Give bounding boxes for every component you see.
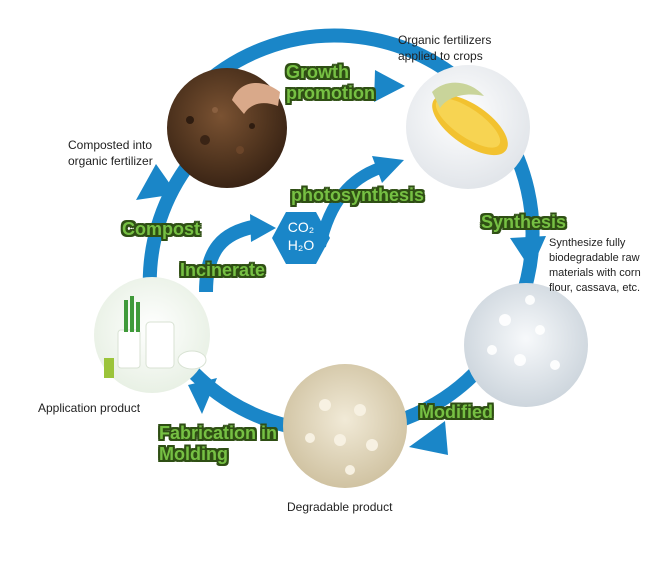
node-composted: Composted into organic fertilizer — [68, 138, 153, 168]
step-modified: Modified — [419, 402, 493, 422]
co2-label: CO₂ — [287, 219, 315, 235]
step-incinerate: Incinerate — [180, 260, 266, 280]
arrowhead-fabrication-icon — [188, 378, 217, 414]
cycle-ring-arrow — [141, 28, 540, 439]
clear-pellets-photo — [464, 283, 588, 407]
arrowhead-growth-icon — [374, 70, 405, 102]
soil-photo — [167, 68, 287, 188]
photosynthesis-arrowhead-icon — [372, 156, 404, 183]
co2-h2o-badge — [272, 212, 330, 264]
beige-pellets-photo — [283, 364, 407, 488]
node-degradable-product: Degradable product — [287, 500, 393, 514]
arrowhead-modified-icon — [409, 421, 448, 455]
node-fertilizer-applied: Organic fertilizers applied to crops — [398, 33, 492, 63]
node-application-product: Application product — [38, 401, 141, 415]
incinerate-arrow — [199, 219, 260, 293]
node-synthesize: Synthesize fully biodegradable raw mater… — [549, 237, 641, 294]
incinerate-arrowhead-icon — [250, 214, 276, 242]
arrowhead-compost-icon — [136, 164, 177, 200]
corn-photo — [406, 65, 530, 189]
step-synthesis: Synthesis — [481, 212, 567, 232]
step-growth-promotion: Growth promotion — [286, 62, 375, 103]
arrowhead-synthesis-icon — [510, 236, 546, 270]
step-photosynthesis: photosynthesis — [291, 185, 425, 205]
step-fabrication: Fabrication in Molding — [159, 423, 278, 464]
h2o-label: H₂O — [287, 237, 315, 253]
application-product-photo — [94, 277, 210, 393]
step-compost: Compost — [122, 219, 200, 239]
